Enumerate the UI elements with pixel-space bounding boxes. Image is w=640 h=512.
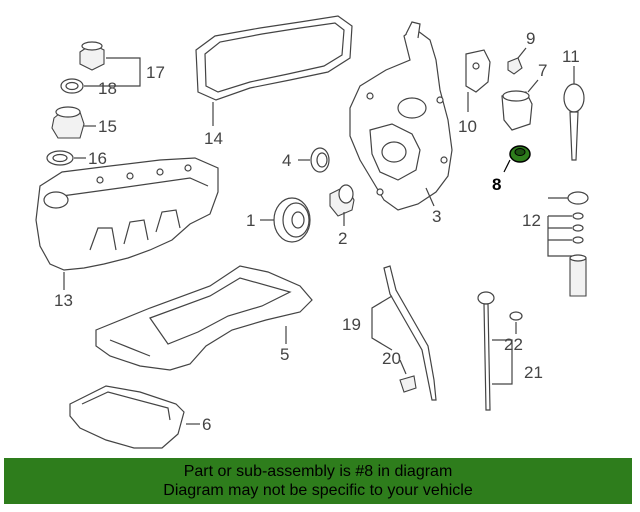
part-11-dipstick[interactable] (563, 83, 585, 161)
part-9-fitting[interactable] (507, 57, 523, 75)
leader-19 (371, 295, 393, 351)
callout-21: 21 (524, 363, 543, 382)
part-21-dipstick[interactable] (477, 291, 495, 411)
leader-12-b (547, 216, 572, 257)
part-20-seal[interactable] (399, 375, 417, 393)
part-14-valve-cover-gasket[interactable] (195, 15, 353, 101)
callout-5: 5 (280, 345, 289, 364)
leader-7 (527, 79, 539, 93)
part-1-pulley[interactable] (273, 197, 311, 243)
part-6-oil-pan-lower[interactable] (69, 385, 185, 449)
part-12-seal-kit[interactable] (567, 191, 589, 297)
leader-21 (492, 339, 513, 385)
leader-3 (425, 187, 435, 207)
callout-13: 13 (54, 291, 73, 310)
callout-4: 4 (282, 151, 291, 170)
part-22-o-ring[interactable] (509, 311, 523, 321)
callout-20: 20 (382, 349, 401, 368)
callout-7: 7 (538, 61, 547, 80)
callout-14: 14 (204, 129, 223, 148)
part-8-seal-highlighted[interactable] (509, 145, 531, 163)
info-banner: Part or sub-assembly is #8 in diagram Di… (4, 458, 632, 504)
part-4-seal[interactable] (310, 147, 330, 173)
part-7-filter-housing[interactable] (501, 90, 533, 131)
leader-20 (399, 359, 407, 375)
part-18-cap-seal[interactable] (60, 78, 84, 94)
callout-16: 16 (88, 149, 107, 168)
callout-6: 6 (202, 415, 211, 434)
callout-3: 3 (432, 207, 441, 226)
callout-18: 18 (98, 79, 117, 98)
callout-1: 1 (246, 211, 255, 230)
part-16-seal[interactable] (46, 150, 74, 166)
callout-8: 8 (492, 175, 501, 194)
part-3-timing-cover[interactable] (349, 21, 453, 211)
part-19-guide-tube[interactable] (383, 265, 437, 401)
callout-17: 17 (146, 63, 165, 82)
banner-line-1: Part or sub-assembly is #8 in diagram (183, 463, 453, 480)
leader-17-18 (84, 57, 141, 87)
part-2-sleeve[interactable] (329, 184, 355, 217)
callout-2: 2 (338, 229, 347, 248)
callout-12: 12 (522, 211, 541, 230)
callout-11: 11 (562, 47, 580, 66)
part-10-bracket[interactable] (465, 49, 491, 93)
banner-line-2: Diagram may not be specific to your vehi… (163, 482, 473, 499)
callout-9: 9 (526, 29, 535, 48)
part-15-breather[interactable] (51, 106, 85, 139)
parts-diagram: 1 2 3 4 5 6 7 8 9 10 11 12 13 14 15 16 1… (35, 15, 589, 449)
callout-19: 19 (342, 315, 361, 334)
part-5-oil-pan-upper[interactable] (95, 265, 313, 371)
callout-15: 15 (98, 117, 117, 136)
part-13-cylinder-head-cover[interactable] (35, 157, 219, 271)
callout-10: 10 (458, 117, 477, 136)
part-17-oil-filler-cap[interactable] (79, 41, 105, 71)
leader-8 (503, 159, 511, 173)
leader-9 (517, 47, 527, 59)
callout-22: 22 (504, 335, 523, 354)
